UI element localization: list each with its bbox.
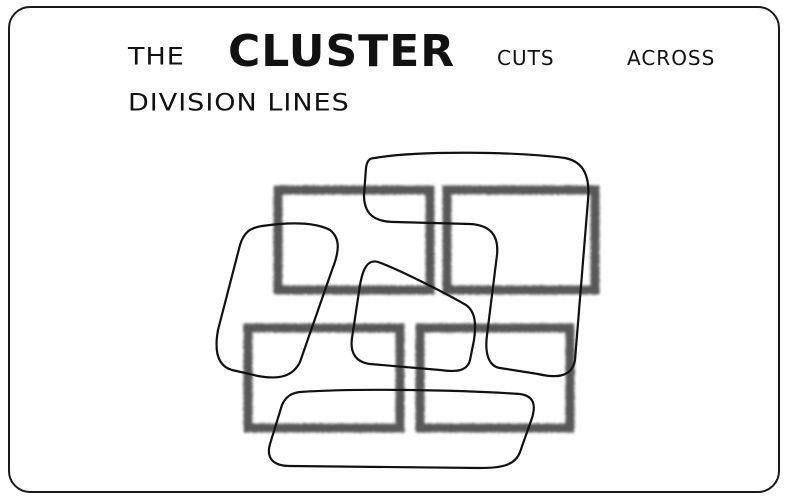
cluster-loop-middle [352,261,475,371]
grid-block-top-right [447,190,595,290]
grid-block-bottom-right [420,328,570,428]
